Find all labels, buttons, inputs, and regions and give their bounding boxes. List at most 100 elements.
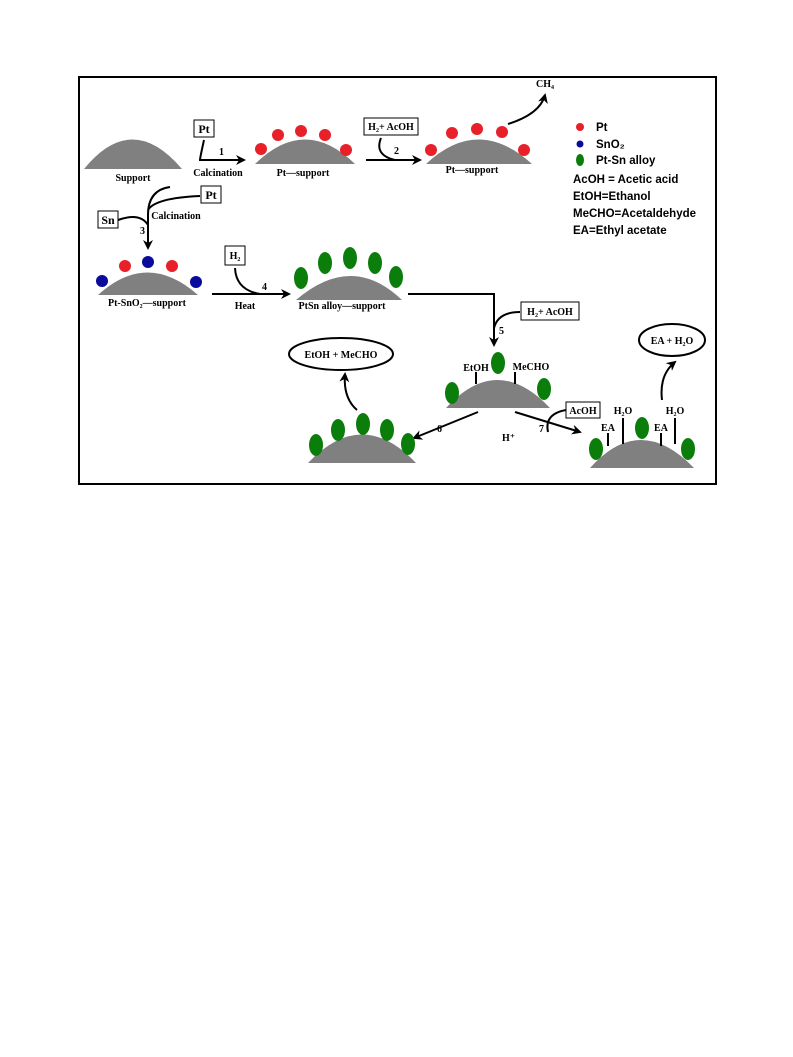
pt-reagent-text-1: Pt	[198, 122, 209, 136]
pt-particle	[119, 260, 131, 272]
arrow-step-3-pt-inlet	[147, 195, 201, 211]
acoh-reagent-text: AcOH	[569, 406, 596, 417]
pt-particles-2	[425, 123, 530, 156]
alloy-particle	[401, 433, 415, 455]
pt-sno2-support-dome	[98, 272, 198, 295]
alloy-particle	[380, 419, 394, 441]
alloy-particle	[343, 247, 357, 269]
alloy-particles-4	[589, 417, 695, 460]
pt-support-label-2: Pt—support	[446, 165, 499, 176]
pt-sno2-support-label: Pt-SnO₂—support	[108, 298, 187, 309]
legend-sno2-label: SnO₂	[596, 139, 625, 151]
arrow-to-etoh-mecho	[339, 372, 358, 411]
sn-reagent-text: Sn	[101, 213, 115, 227]
ptsn-alloy-support-label: PtSn alloy—support	[299, 301, 387, 312]
step-4-number: 4	[262, 282, 267, 293]
pt-support-label-1: Pt—support	[277, 168, 330, 179]
support-label: Support	[115, 173, 151, 184]
alloy-particle	[331, 419, 345, 441]
pt-reagent-box-1	[193, 119, 215, 138]
h2o-right-label: H₂O	[666, 406, 685, 417]
alloy-particle	[537, 378, 551, 400]
pt-particle	[446, 127, 458, 139]
ptsn-alloy-support-dome	[296, 276, 402, 300]
pt-particle	[319, 129, 331, 141]
alloy-particles-3	[309, 413, 415, 456]
support-dome	[84, 139, 182, 169]
calcination-label-2: Calcination	[151, 211, 201, 222]
heat-label: Heat	[235, 301, 256, 312]
arrow-step-6	[412, 411, 479, 440]
sno2-particle	[96, 275, 108, 287]
pt-sno2-particles	[96, 256, 202, 288]
ea-h2o-product-oval	[638, 323, 706, 357]
arrow-ch4	[507, 93, 548, 125]
pt-support-dome-1	[255, 139, 355, 164]
alloy-particle	[318, 252, 332, 274]
calcination-label-1: Calcination	[193, 168, 243, 179]
pt-particle	[471, 123, 483, 135]
h2o-left-label: H₂O	[614, 406, 633, 417]
pt-particle	[340, 144, 352, 156]
pt-particle	[496, 126, 508, 138]
pt-particles-1	[255, 125, 352, 156]
arrow-step-1	[198, 139, 246, 165]
pt-reagent-box-2	[200, 185, 222, 204]
step-5-number: 5	[499, 326, 504, 337]
h2-acoh-text-1: H₂+ AcOH	[368, 122, 414, 133]
ch4-label: CH₄	[536, 79, 554, 90]
arrow-to-ea-h2o	[660, 360, 677, 401]
alloy-particle	[309, 434, 323, 456]
mecho-adsorbate-label: MeCHO	[513, 362, 550, 373]
h2-acoh-box-2	[520, 301, 580, 321]
step-1-number: 1	[219, 147, 224, 158]
etoh-mecho-product-text: EtOH + MeCHO	[305, 350, 378, 361]
step-3-number: 3	[140, 226, 145, 237]
alloy-particle	[356, 413, 370, 435]
h2-reagent-box	[224, 245, 246, 266]
legend-alloy-label: Pt-Sn alloy	[596, 155, 656, 167]
arrow-step-7-inlet	[546, 409, 567, 433]
alloy-particle	[368, 252, 382, 274]
pt-particle	[255, 143, 267, 155]
step-6-number: 6	[437, 424, 442, 435]
h-plus-label: H⁺	[502, 433, 515, 444]
legend: Pt SnO₂ Pt-Sn alloy AcOH = Acetic acid E…	[573, 122, 696, 237]
adsorbed-support-dome	[446, 380, 550, 408]
alloy-particle	[389, 266, 403, 288]
arrow-step-5-inlet	[493, 311, 521, 329]
legend-acoh-def: AcOH = Acetic acid	[573, 174, 678, 186]
legend-alloy-marker	[576, 154, 584, 166]
pt-particle	[166, 260, 178, 272]
pt-support-dome-2	[426, 139, 532, 164]
legend-pt-label: Pt	[596, 122, 608, 134]
alloy-particle	[445, 382, 459, 404]
alloy-particle	[294, 267, 308, 289]
alloy-particle	[635, 417, 649, 439]
legend-ea-def: EA=Ethyl acetate	[573, 225, 667, 237]
etoh-adsorbate-label: EtOH	[463, 363, 489, 374]
legend-mecho-def: MeCHO=Acetaldehyde	[573, 208, 696, 220]
ea-left-label: EA	[601, 423, 616, 434]
acoh-reagent-box	[565, 401, 601, 419]
step-2-number: 2	[394, 146, 399, 157]
alloy-particles-2	[445, 352, 551, 404]
sno2-particle	[190, 276, 202, 288]
step-7-number: 7	[539, 424, 544, 435]
alloy-particles-1	[294, 247, 403, 289]
ea-right-label: EA	[654, 423, 669, 434]
etoh-mecho-product-oval	[288, 337, 394, 371]
arrow-step-3-sn-inlet	[117, 215, 149, 226]
h2-acoh-box-1	[363, 117, 419, 136]
legend-sno2-marker	[576, 140, 584, 148]
legend-etoh-def: EtOH=Ethanol	[573, 191, 651, 203]
pt-particle	[295, 125, 307, 137]
h2-acoh-text-2: H₂+ AcOH	[527, 307, 573, 318]
pt-particle	[425, 144, 437, 156]
ester-support-dome	[590, 440, 694, 468]
sno2-particle	[142, 256, 154, 268]
ea-h2o-product-text: EA + H₂O	[651, 336, 694, 347]
legend-pt-marker	[576, 123, 584, 131]
alloy-particle	[491, 352, 505, 374]
